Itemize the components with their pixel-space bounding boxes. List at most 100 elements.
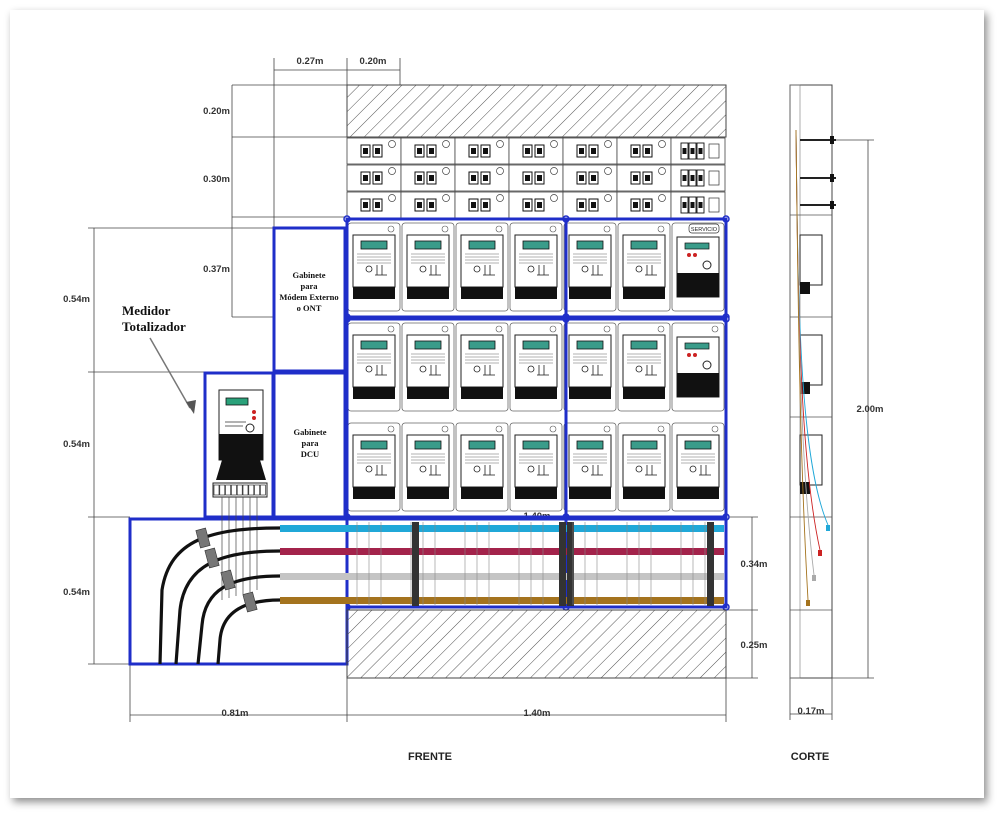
dim-bus-h: 0.34m [741,559,768,570]
feeder-cable [174,549,281,665]
side-meter [799,234,823,294]
gab-modem-line2: para [301,281,319,291]
dim-total-h: 2.00m [857,404,884,415]
gab-dcu-line2: para [302,438,320,448]
dim-base-h: 0.25m [741,640,768,651]
bus-bars [158,497,724,665]
current-transformer [242,591,258,613]
drawing-sheet: 0.27m 0.20m 0.20m 0.30m 0.37m 0.54m 0.54… [10,10,984,798]
gab-dcu-line1: Gabinete [293,427,326,437]
current-transformer [204,547,220,569]
dimension-lines [88,58,874,722]
energy-meter [455,222,509,312]
breaker-cell [454,164,510,192]
bus-bar [280,548,724,555]
energy-meter [401,322,455,412]
breaker-section [346,137,726,219]
energy-meter [509,422,563,512]
energy-meter [617,422,671,512]
dim-left-h1: 0.54m [63,294,90,305]
gabinete-dcu-box [272,371,347,519]
energy-meter [617,322,671,412]
energy-meter [617,222,671,312]
breaker-cell [562,137,618,165]
medidor-label-line1: Medidor [122,303,171,318]
energy-meter [563,422,617,512]
energy-meter [563,322,617,412]
energy-meter [509,222,563,312]
breaker-cell [346,137,402,165]
breaker-cell [454,137,510,165]
breaker-cell [454,191,510,219]
gabinete-modem-box [272,226,347,373]
dim-left-h2: 0.54m [63,439,90,450]
gab-modem-line1: Gabinete [292,270,325,280]
dim-depth: 0.17m [798,706,825,717]
side-section [789,84,836,679]
breaker-cell [400,137,456,165]
gab-modem-line4: o ONT [297,303,322,313]
bus-post [559,522,566,606]
breaker-cell [616,164,672,192]
arrow-icon [149,337,196,414]
meter-array: SERVICIO [343,215,730,611]
dim-left-h3: 0.54m [63,587,90,598]
energy-meter [509,322,563,412]
top-hatched-panel [346,84,727,138]
energy-meter [347,422,401,512]
service-meter [671,222,725,312]
bus-post [412,522,419,606]
dim-top-w2: 0.20m [360,56,387,67]
dim-h-breakers: 0.30m [203,174,230,185]
bottom-hatched-panel [346,609,727,679]
current-transformer [220,569,236,591]
breaker-cell [508,191,564,219]
breaker-cell [616,137,672,165]
dim-h-top: 0.20m [203,106,230,117]
feeder-cable [216,598,281,665]
energy-meter [401,222,455,312]
bus-post [707,522,714,606]
servicio-tag: SERVICIO [688,223,720,234]
totalizer-terminals [213,484,266,496]
dim-top-w1: 0.27m [297,56,324,67]
energy-meter [671,422,725,512]
side-wire [795,129,809,601]
bus-post [567,522,574,606]
medidor-label-line2: Totalizador [122,319,186,334]
bus-bar [280,573,724,580]
gab-modem-line3: Módem Externo [279,292,338,302]
service-meter [671,322,725,412]
breaker-cell [670,164,726,192]
breaker-cell [616,191,672,219]
meter-frames [345,217,728,609]
energy-meter [455,422,509,512]
gab-dcu-line3: DCU [301,449,319,459]
bus-bar [280,525,724,532]
energy-meter [455,322,509,412]
breaker-cell [508,164,564,192]
dim-bottom-w2: 1.40m [524,708,551,719]
bus-bar [280,597,724,604]
breaker-cell [346,164,402,192]
breaker-cell [562,191,618,219]
corte-title: CORTE [791,751,830,763]
breaker-cell [670,137,726,165]
feeder-cable [196,574,281,665]
breaker-cell [346,191,402,219]
feeder-box [128,517,349,666]
energy-meter [347,222,401,312]
energy-meter [563,222,617,312]
breaker-cell [508,137,564,165]
current-transformer [195,527,211,549]
energy-meter [347,322,401,412]
panel-drawing: 0.27m 0.20m 0.20m 0.30m 0.37m 0.54m 0.54… [63,56,884,763]
breaker-cell [562,164,618,192]
svg-text:SERVICIO: SERVICIO [691,227,718,233]
feeder-cable [158,526,281,665]
dim-bottom-w1: 0.81m [222,708,249,719]
breaker-cell [400,191,456,219]
breaker-cell [670,191,726,219]
energy-meter [401,422,455,512]
breaker-cell [400,164,456,192]
